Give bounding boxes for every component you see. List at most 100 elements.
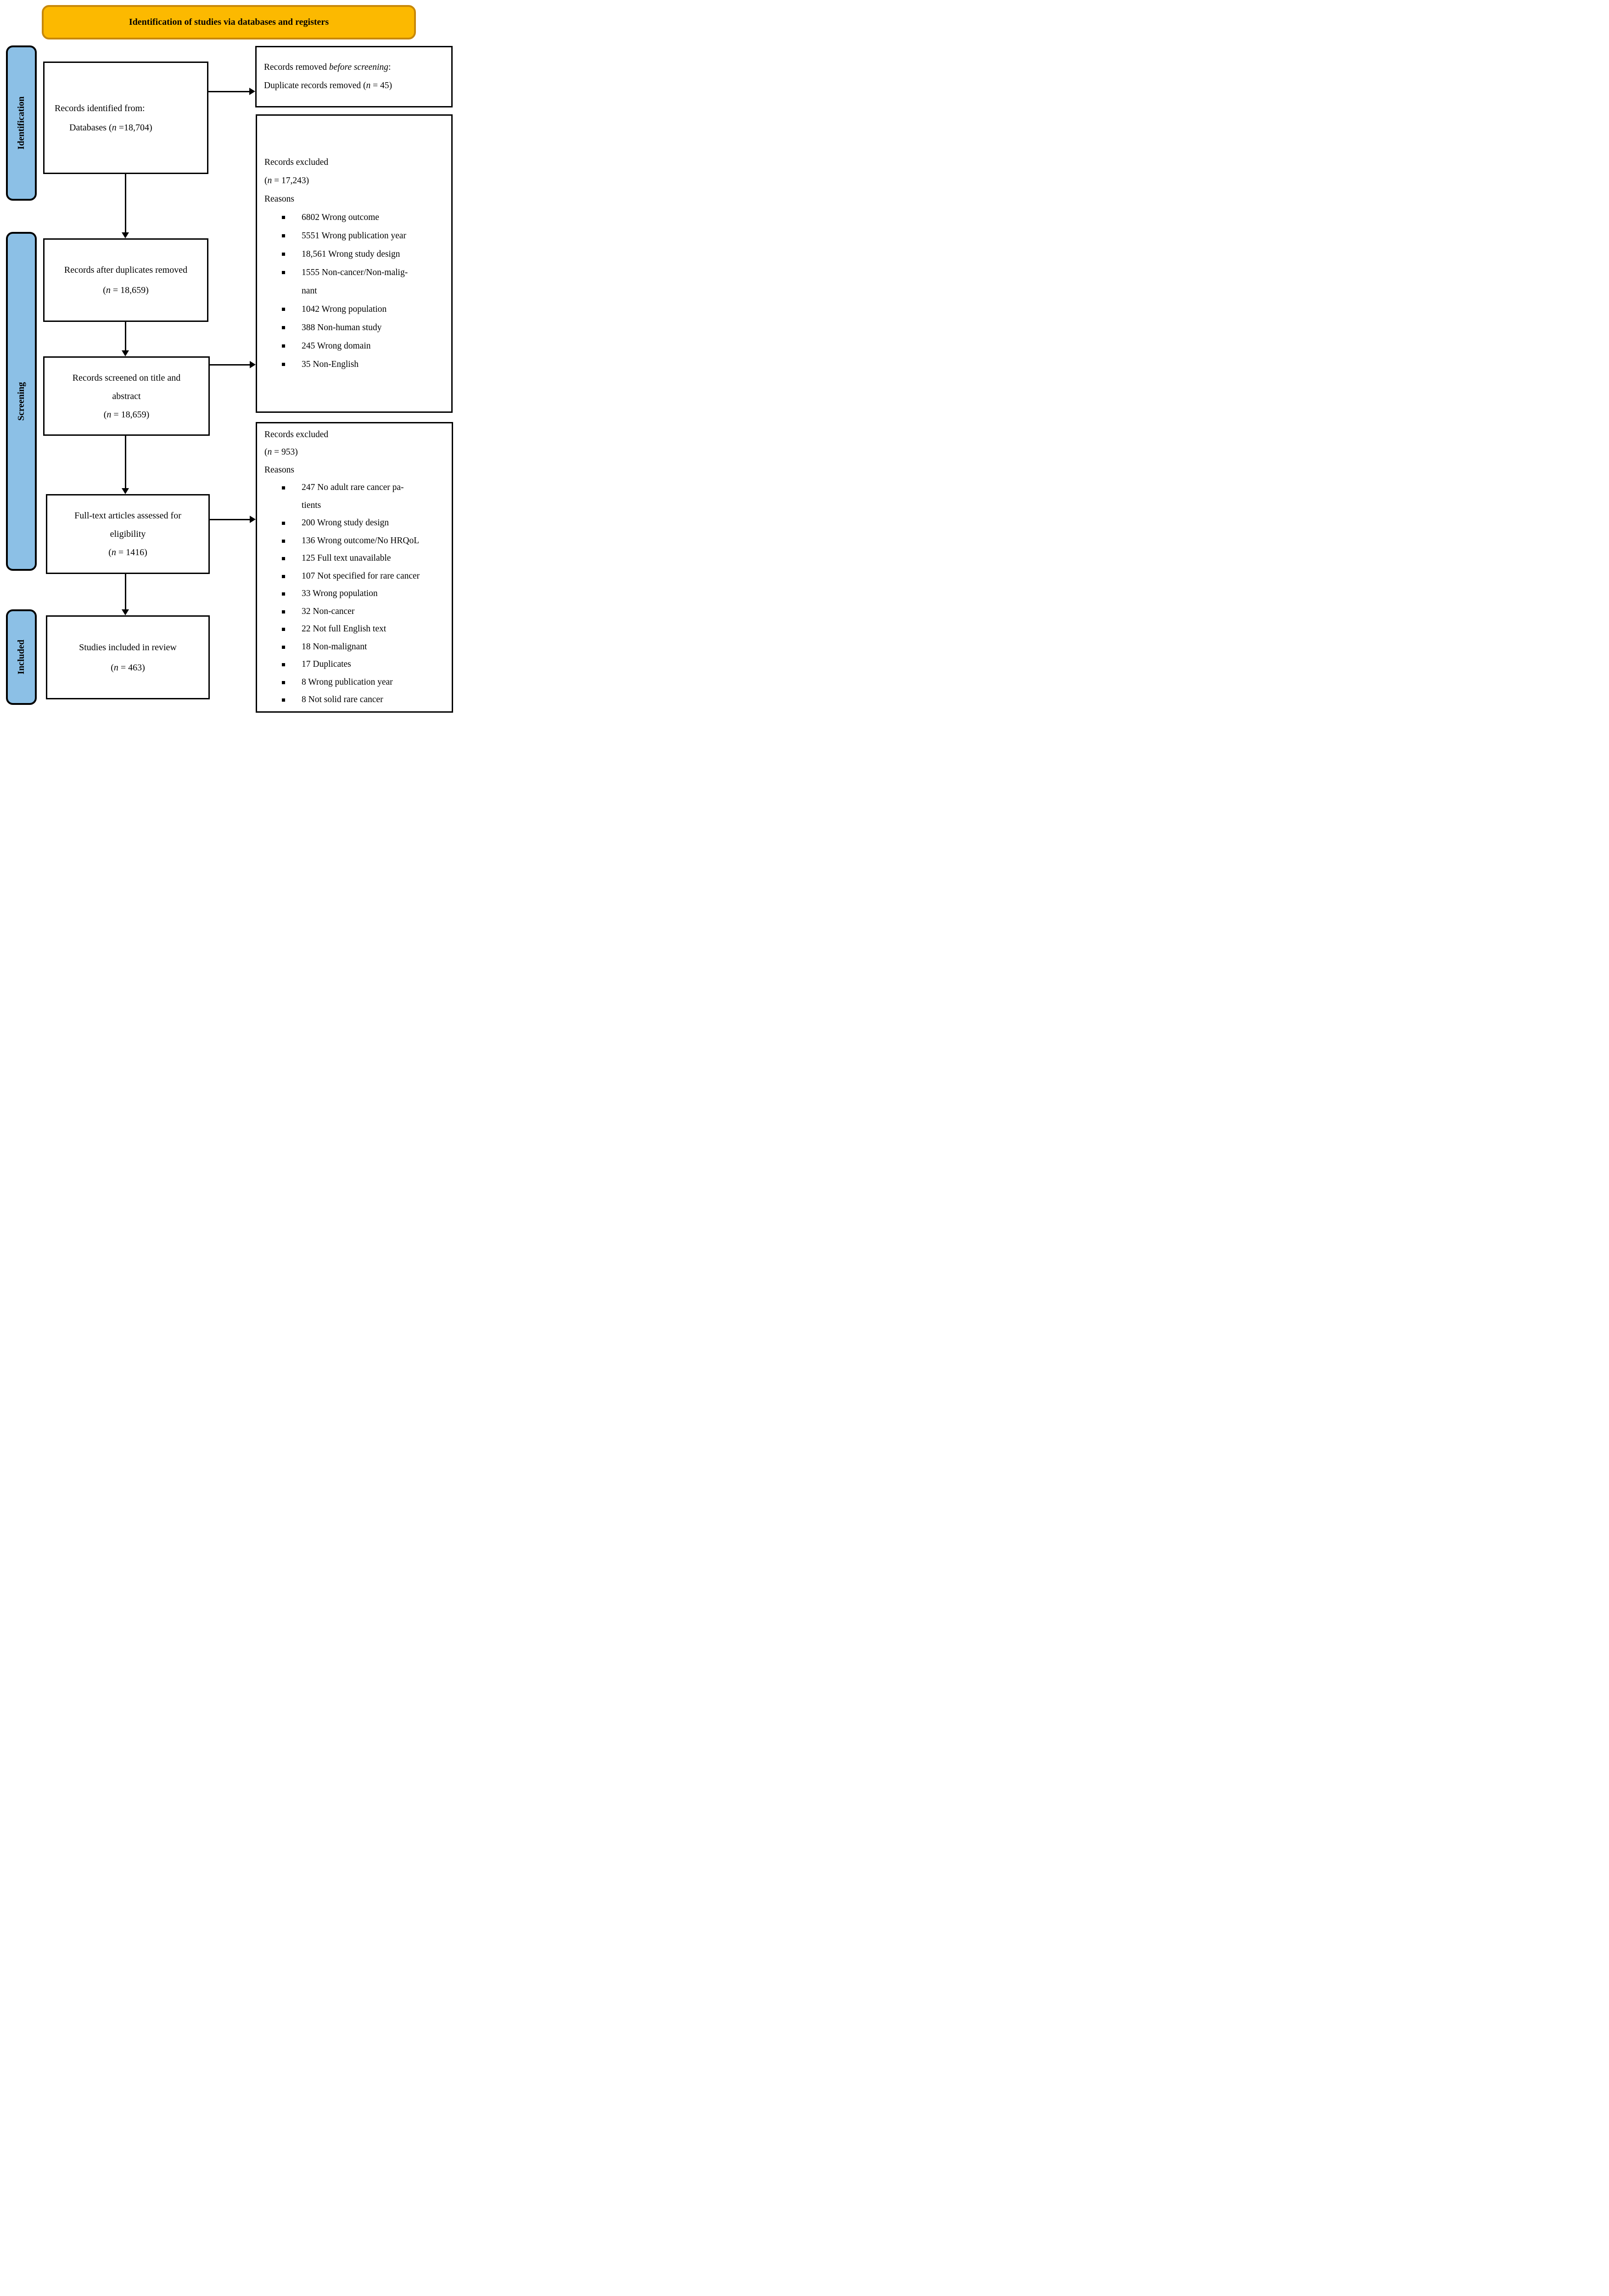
- reason-item: 1555 Non-cancer/Non-malig- nant: [264, 264, 448, 300]
- arrow-box1-to-removed-box: [208, 88, 255, 95]
- bullet-square-icon: [282, 271, 285, 274]
- bullet-square-icon: [282, 645, 285, 649]
- rbox3-count: (n = 953): [264, 447, 298, 457]
- removed-before-screening-box: Records removed before screening: Duplic…: [255, 46, 453, 107]
- bullet-square-icon: [282, 539, 285, 543]
- arrowhead-right-icon: [250, 361, 256, 368]
- bullet-square-icon: [282, 486, 285, 490]
- reason-item: 32 Non-cancer: [264, 603, 449, 621]
- arrowhead-down-icon: [122, 350, 129, 356]
- reason-text: 32 Non-cancer: [302, 606, 355, 616]
- reason-item: 18,561 Wrong study design: [264, 245, 448, 264]
- reason-text: 247 No adult rare cancer pa- tients: [302, 483, 404, 510]
- box2-line2: (n = 18,659): [103, 285, 149, 295]
- arrow-shaft: [210, 518, 250, 520]
- rbox2-count: (n = 17,243): [264, 176, 309, 186]
- reason-text: 125 Full text unavailable: [302, 553, 391, 563]
- bullet-square-icon: [282, 698, 285, 702]
- bullet-square-icon: [282, 681, 285, 684]
- bullet-square-icon: [282, 234, 285, 237]
- reason-item: 22 Not full English text: [264, 620, 449, 638]
- box4-line3: (n = 1416): [108, 547, 147, 557]
- rbox1-line1-italic: before screening: [329, 62, 388, 72]
- arrow-box4-to-excluded-box: [210, 516, 256, 523]
- sidebar-label-screening-text: Screening: [16, 382, 26, 421]
- arrowhead-right-icon: [250, 516, 256, 523]
- reason-item: 245 Wrong domain: [264, 337, 448, 355]
- reason-text: 22 Not full English text: [302, 624, 387, 634]
- box1-line2: Databases (n =18,704): [69, 122, 152, 133]
- reason-item: 200 Wrong study design: [264, 514, 449, 532]
- reason-item: 33 Wrong population: [264, 585, 449, 603]
- reason-item: 6802 Wrong outcome: [264, 208, 448, 227]
- rbox3-reasons-label: Reasons: [264, 465, 294, 475]
- bullet-square-icon: [282, 522, 285, 525]
- records-excluded-fulltext-box: Records excluded (n = 953) Reasons 247 N…: [256, 422, 453, 713]
- bullet-square-icon: [282, 253, 285, 256]
- reason-item: 136 Wrong outcome/No HRQoL: [264, 532, 449, 550]
- reason-item: 35 Non-English: [264, 355, 448, 374]
- box4-line2: eligibility: [110, 529, 146, 539]
- flow-box-records-screened: Records screened on title and abstract (…: [43, 356, 210, 436]
- reason-item: 8 Not solid rare cancer: [264, 691, 449, 709]
- reason-item: 247 No adult rare cancer pa- tients: [264, 479, 449, 514]
- reason-item: 18 Non-malignant: [264, 638, 449, 656]
- arrow-shaft: [210, 364, 250, 366]
- box3-line2: abstract: [112, 391, 141, 401]
- reason-text: 1042 Wrong population: [302, 304, 387, 314]
- box5-line1: Studies included in review: [79, 642, 177, 653]
- reason-text: 18,561 Wrong study design: [302, 249, 400, 259]
- reason-text: 136 Wrong outcome/No HRQoL: [302, 535, 420, 546]
- reason-item: 5551 Wrong publication year: [264, 227, 448, 245]
- bullet-square-icon: [282, 610, 285, 613]
- arrow-shaft: [124, 574, 126, 610]
- exclusion-reasons-list-fulltext: 247 No adult rare cancer pa- tients 200 …: [264, 479, 449, 709]
- reason-text: 245 Wrong domain: [302, 341, 371, 351]
- arrow-box2-to-box3: [122, 322, 129, 356]
- reason-text: 200 Wrong study design: [302, 518, 389, 528]
- banner: Identification of studies via databases …: [42, 5, 416, 39]
- reason-item: 388 Non-human study: [264, 319, 448, 337]
- arrow-shaft: [124, 322, 126, 351]
- bullet-square-icon: [282, 326, 285, 329]
- arrow-shaft: [124, 174, 126, 233]
- bullet-square-icon: [282, 344, 285, 348]
- arrow-box3-to-excluded-box: [210, 361, 256, 368]
- reason-item: 1042 Wrong population: [264, 300, 448, 319]
- reason-text: 17 Duplicates: [302, 659, 351, 669]
- exclusion-reasons-list-screening: 6802 Wrong outcome 5551 Wrong publicatio…: [264, 208, 448, 374]
- rbox1-line1-suffix: :: [388, 62, 391, 72]
- arrow-box3-to-box4: [122, 436, 129, 494]
- box2-line1: Records after duplicates removed: [64, 265, 188, 275]
- box3-line3: (n = 18,659): [103, 409, 150, 420]
- bullet-square-icon: [282, 574, 285, 578]
- box5-line2: (n = 463): [111, 662, 145, 673]
- bullet-square-icon: [282, 592, 285, 596]
- flow-box-after-duplicates-removed: Records after duplicates removed (n = 18…: [43, 238, 208, 322]
- reason-text: 6802 Wrong outcome: [302, 213, 379, 222]
- bullet-square-icon: [282, 663, 285, 666]
- sidebar-label-identification: Identification: [6, 45, 37, 201]
- box1-line1: Records identified from:: [55, 103, 145, 113]
- rbox3-title: Records excluded: [264, 429, 329, 439]
- reason-text: 8 Wrong publication year: [302, 677, 393, 687]
- reason-text: 18 Non-malignant: [302, 642, 367, 652]
- sidebar-label-screening: Screening: [6, 232, 37, 571]
- arrowhead-right-icon: [249, 88, 255, 95]
- arrowhead-down-icon: [122, 488, 129, 494]
- bullet-square-icon: [282, 628, 285, 631]
- reason-text: 33 Wrong population: [302, 589, 378, 598]
- reason-text: 388 Non-human study: [302, 323, 382, 332]
- reason-text: 1555 Non-cancer/Non-malig- nant: [302, 268, 408, 296]
- reason-text: 107 Not specified for rare cancer: [302, 571, 420, 581]
- arrow-box4-to-box5: [122, 574, 129, 615]
- reason-text: 35 Non-English: [302, 360, 359, 369]
- box3-line1: Records screened on title and: [72, 372, 181, 383]
- sidebar-label-included: Included: [6, 609, 37, 705]
- reason-item: 125 Full text unavailable: [264, 550, 449, 568]
- reason-item: 107 Not specified for rare cancer: [264, 568, 449, 585]
- rbox2-reasons-label: Reasons: [264, 194, 294, 204]
- reason-text: 8 Not solid rare cancer: [302, 695, 383, 704]
- flow-box-records-identified: Records identified from: Databases (n =1…: [43, 62, 208, 174]
- arrowhead-down-icon: [122, 232, 129, 238]
